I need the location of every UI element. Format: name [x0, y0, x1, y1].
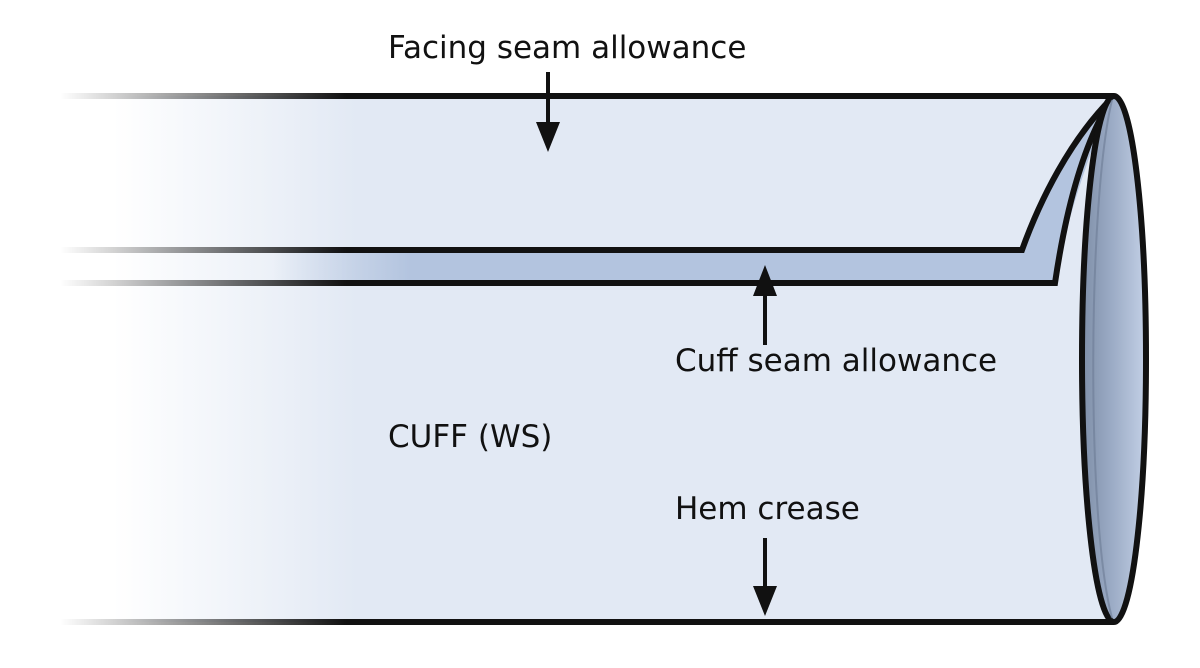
cuff-ws-label: CUFF (WS) — [388, 419, 553, 455]
cuff-seam-allowance-label: Cuff seam allowance — [675, 343, 998, 379]
cuff-seam-arrow — [753, 265, 777, 345]
seam-allowance-band — [60, 98, 1112, 283]
hem-crease-label: Hem crease — [675, 491, 860, 527]
facing-seam-line — [60, 95, 1115, 253]
cuff-end-inner-shade — [1092, 99, 1113, 619]
cuff-end-opening — [1079, 93, 1149, 625]
cuff-body — [60, 96, 1120, 622]
facing-seam-arrow — [536, 72, 560, 152]
facing-seam-allowance-label: Facing seam allowance — [388, 30, 747, 66]
hem-crease-arrow — [753, 538, 777, 616]
